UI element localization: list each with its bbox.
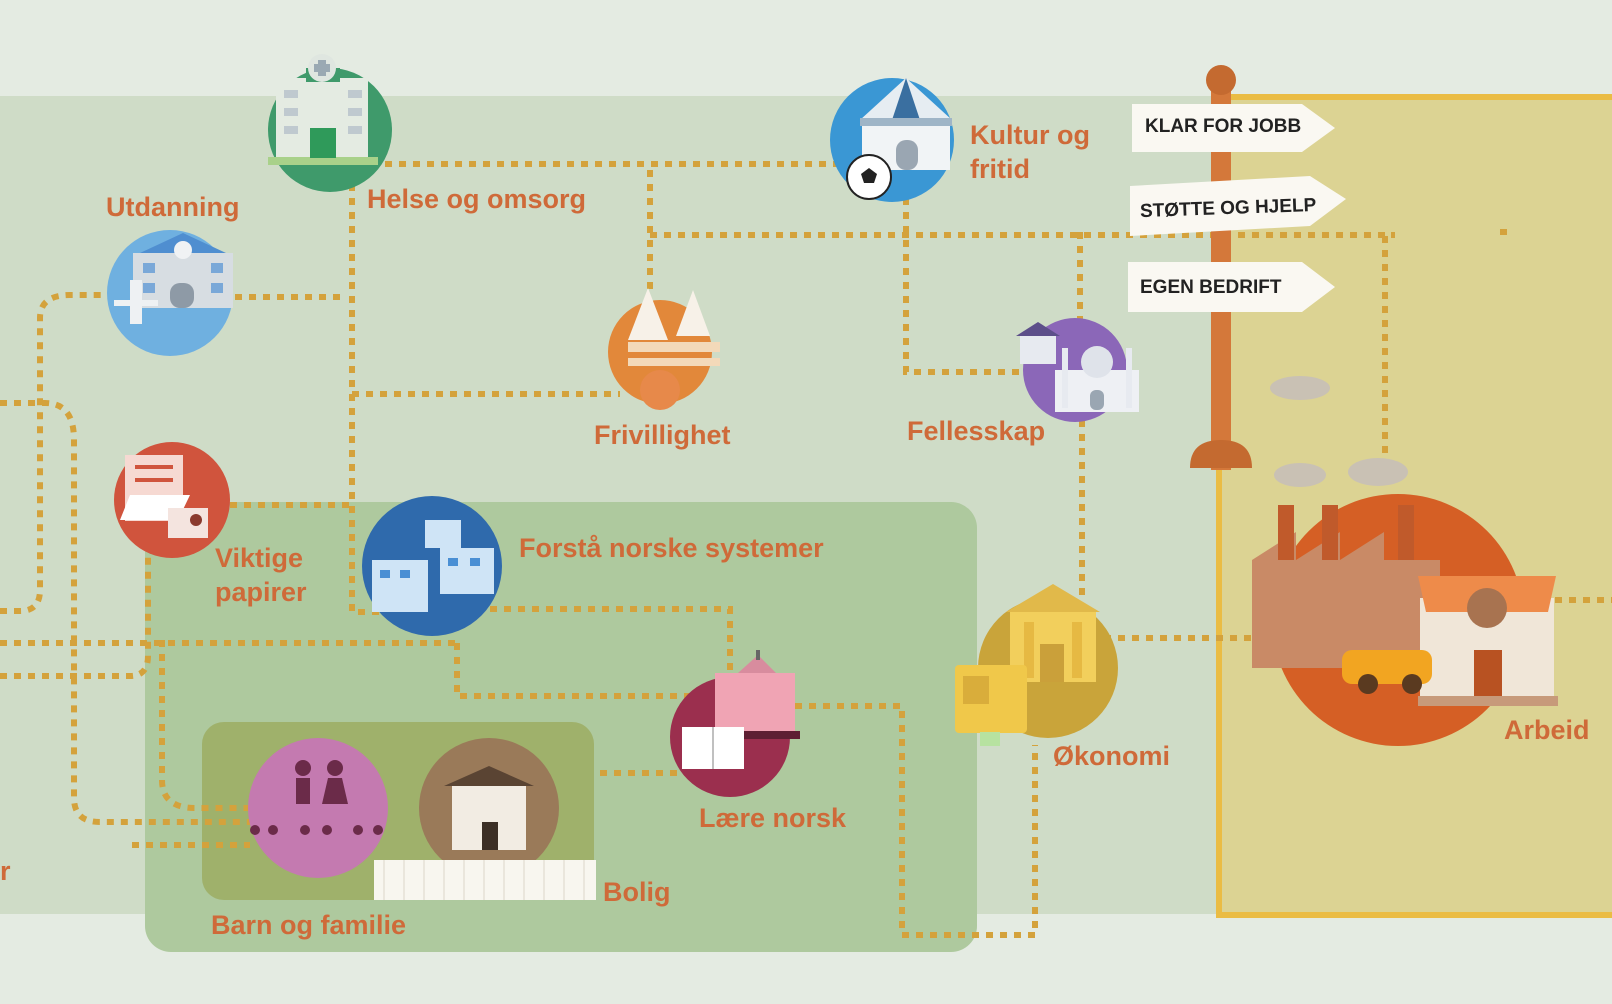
label-fellesskap: Fellesskap xyxy=(907,416,1046,446)
label-okonomi: Økonomi xyxy=(1053,741,1171,771)
label-utdanning: Utdanning xyxy=(106,192,240,222)
book-and-building-icon[interactable] xyxy=(670,650,800,797)
bank-icon[interactable] xyxy=(955,584,1118,746)
label-forsta-norske-systemer: Forstå norske systemer xyxy=(519,533,824,563)
school-icon[interactable] xyxy=(107,230,233,356)
label-barn-og-familie: Barn og familie xyxy=(211,910,407,940)
park-trees-icon[interactable] xyxy=(608,288,720,410)
label-cut-off-fragment: r xyxy=(0,856,11,886)
label-helse-og-omsorg: Helse og omsorg xyxy=(367,184,587,214)
sign-klar-for-jobb[interactable] xyxy=(1132,104,1335,152)
sign-label-klar-for-jobb: KLAR FOR JOBB xyxy=(1145,116,1302,137)
label-laere-norsk: Lære norsk xyxy=(699,803,847,833)
label-arbeid: Arbeid xyxy=(1504,715,1590,745)
sign-egen-bedrift[interactable] xyxy=(1128,262,1335,312)
factory-and-shop-icon[interactable] xyxy=(1252,376,1558,746)
mosque-church-icon[interactable] xyxy=(1016,318,1139,422)
label-frivillighet: Frivillighet xyxy=(594,420,731,450)
circus-tent-icon[interactable] xyxy=(830,78,954,202)
label-bolig: Bolig xyxy=(603,877,671,907)
office-buildings-icon[interactable] xyxy=(362,496,502,636)
label-viktige-papirer: Viktige papirer xyxy=(215,543,307,607)
sign-stotte-og-hjelp[interactable] xyxy=(1130,176,1346,236)
hospital-icon[interactable] xyxy=(268,54,392,192)
dotted-paths xyxy=(0,161,1612,938)
house-icon[interactable] xyxy=(374,738,596,900)
sign-label-egen-bedrift: EGEN BEDRIFT xyxy=(1140,277,1282,298)
documents-icon[interactable] xyxy=(114,442,230,558)
family-icon[interactable] xyxy=(248,738,388,878)
label-kultur-og-fritid: Kultur og fritid xyxy=(970,120,1090,184)
